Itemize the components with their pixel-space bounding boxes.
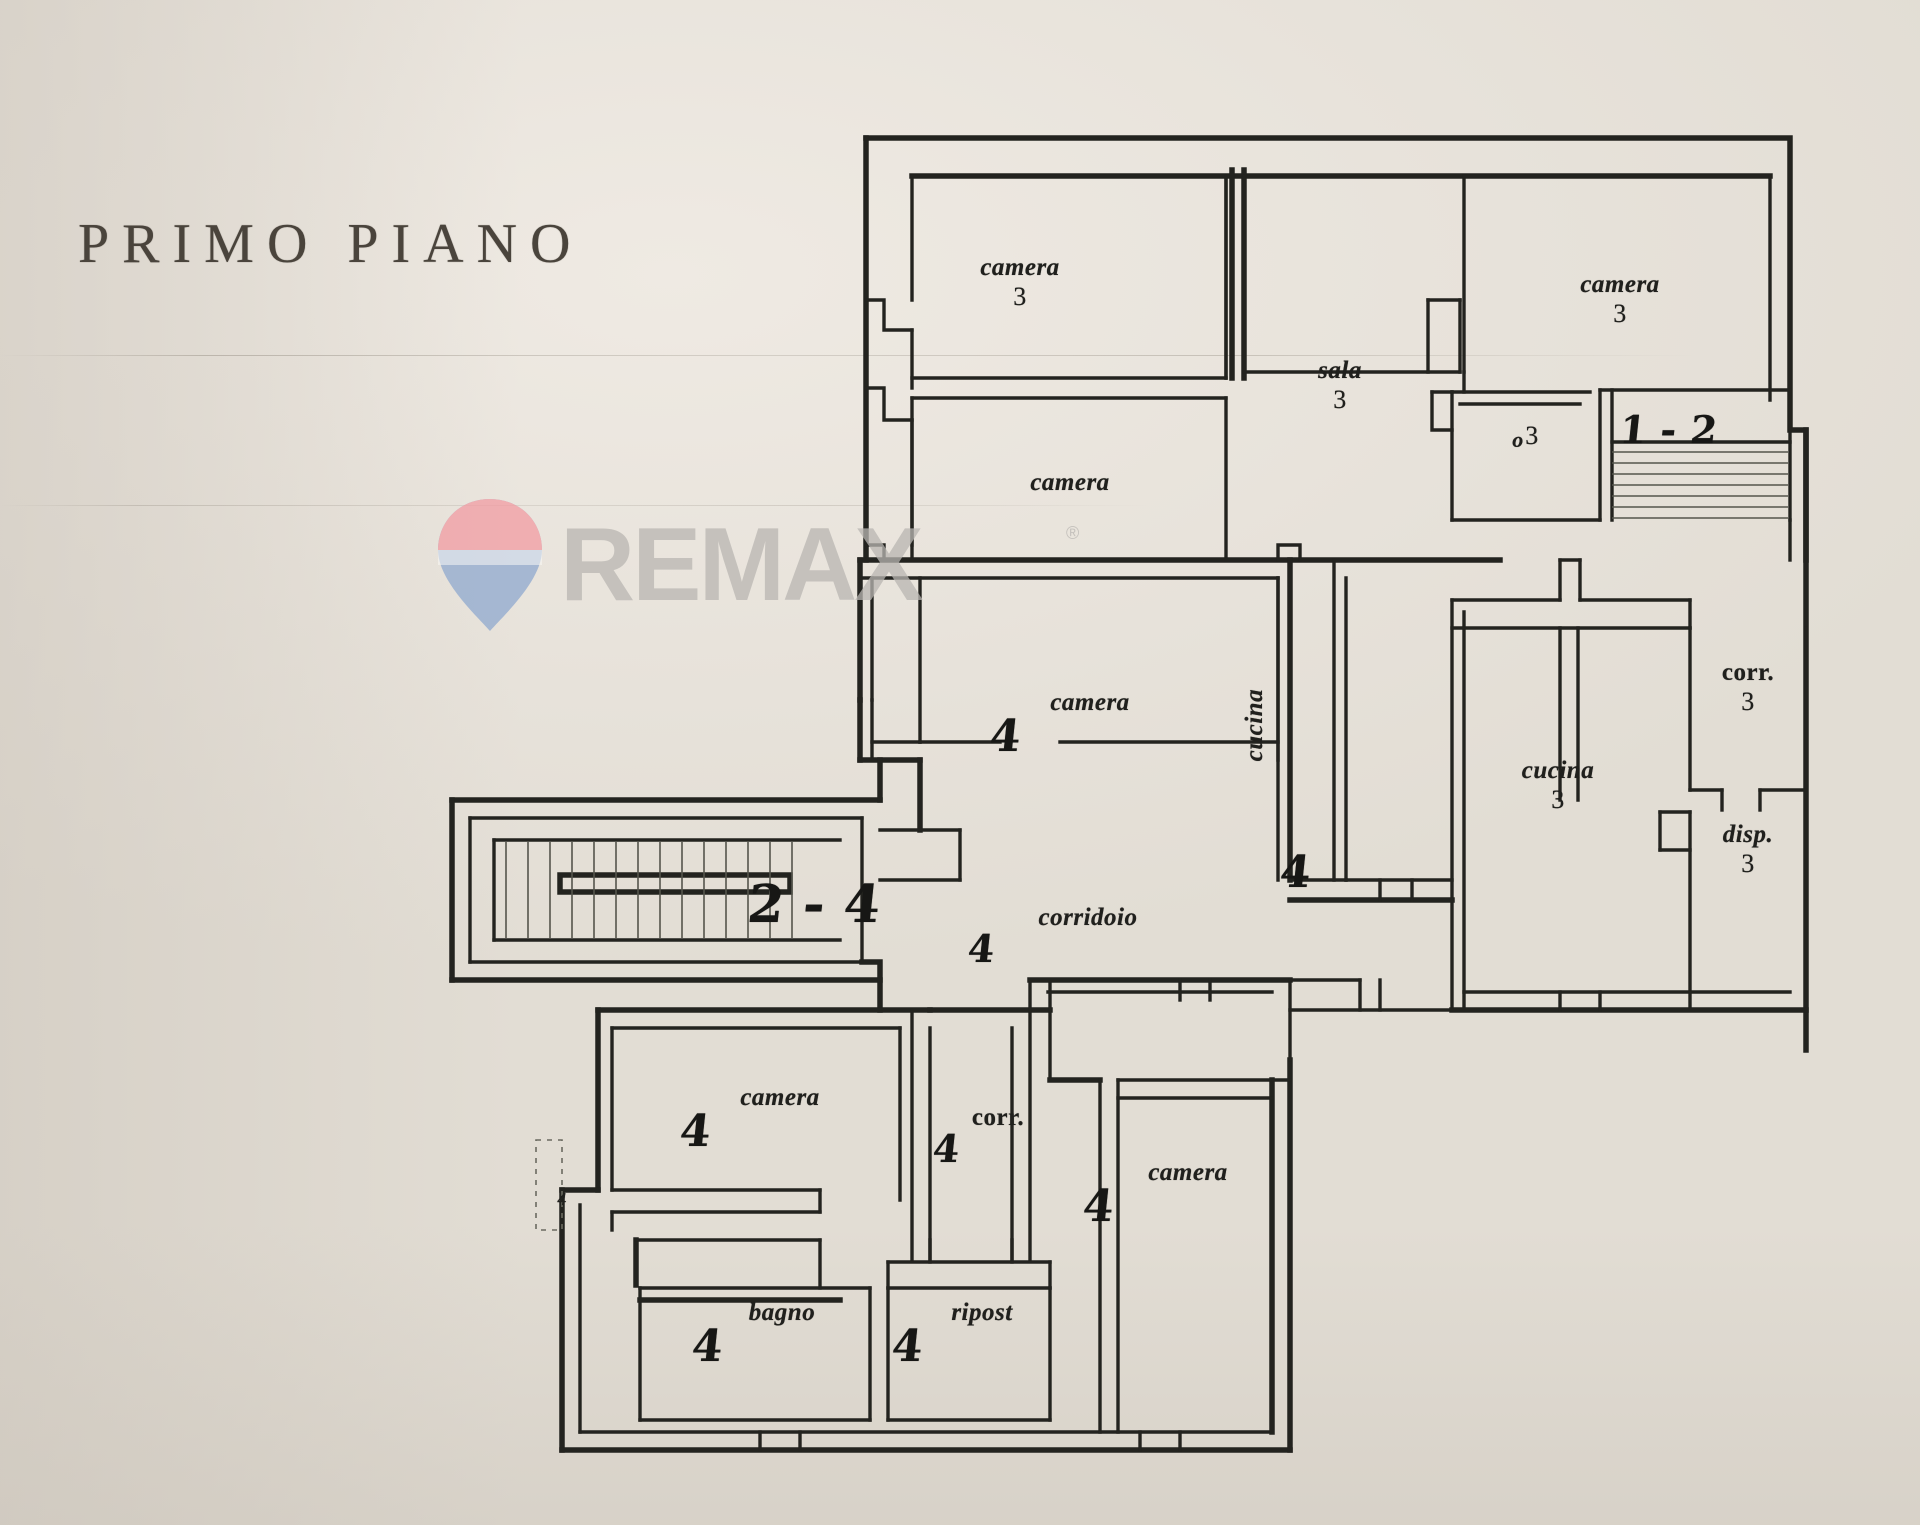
room-number: 4 [677, 1106, 714, 1158]
room-number: 4 [965, 926, 998, 972]
room-label-camera-upper-left2: camera [980, 469, 1160, 497]
room-name: camera [1030, 469, 1110, 496]
room-label-cucina-vertical: cucina [1240, 640, 1268, 810]
room-number: 3 [1741, 687, 1755, 717]
room-number: 3 [1613, 299, 1627, 329]
room-name: camera [980, 254, 1060, 281]
stair-label-top-right: 1 - 2 [1617, 407, 1780, 452]
room-name: disp. [1722, 821, 1774, 848]
stair-label-left: 2 - 4 [744, 874, 908, 935]
room-name: corr. [971, 1104, 1025, 1131]
room-name: corr. [1721, 659, 1775, 686]
room-number: 3 [1741, 849, 1755, 879]
room-name: camera [1580, 271, 1660, 298]
room-label-corr-bottom: corr. 4 [930, 1104, 1063, 1172]
room-name: camera [740, 1084, 820, 1111]
room-name: corridoio [1038, 904, 1138, 931]
room-number: 4 [1277, 847, 1314, 898]
room-number: 4 [987, 711, 1024, 763]
room-number: 4 [1080, 1181, 1117, 1233]
room-label-camera-top-left: camera 3 [930, 254, 1110, 312]
room-label-corridoio-center: corridoio 4 [965, 904, 1208, 972]
room-name: camera [1148, 1159, 1228, 1186]
room-label-disp-right: disp. 3 [1683, 821, 1813, 879]
room-label-sala: sala 3 [1265, 357, 1415, 415]
room-number: 3 [1551, 785, 1565, 815]
room-label-camera-bottom-left: camera 4 [677, 1084, 880, 1158]
stair-number: 1 - 2 [1617, 407, 1721, 452]
room-label-camera-center: camera 4 [987, 689, 1190, 763]
room-label-bagno: bagno 4 [689, 1299, 872, 1373]
room-name: cucina [1521, 757, 1595, 784]
room-label-corr-right: corr. 3 [1683, 659, 1813, 717]
room-number: 3 [1333, 385, 1347, 415]
stair-number: 2 - 4 [744, 874, 884, 935]
door-tick-number: 4 [557, 1189, 567, 1209]
room-name: ripost [951, 1299, 1013, 1326]
room-name: camera [1050, 689, 1130, 716]
page-title: PRIMO PIANO [78, 213, 584, 275]
room-name: bagno [748, 1299, 816, 1326]
room-name: o [1512, 427, 1524, 452]
room-name: cucina [1240, 688, 1268, 762]
room-label-camera-bottom-right: camera 4 [1080, 1159, 1293, 1233]
room-number: 4 [889, 1321, 926, 1373]
room-label-cucina-right: cucina 3 [1468, 757, 1648, 815]
room-name: sala [1318, 357, 1362, 384]
room-label-ripost: ripost 4 [889, 1299, 1072, 1373]
room-number-cucina-vertical: 4 [1277, 847, 1350, 898]
door-tick-label-left: 4 [542, 1188, 582, 1210]
room-number: 4 [930, 1126, 963, 1172]
room-number: 4 [689, 1321, 726, 1373]
room-label-camera-top-right: camera 3 [1525, 271, 1715, 329]
room-label-small-o3: o 3 [1473, 421, 1563, 452]
room-number: 3 [1525, 421, 1539, 451]
room-number: 3 [1013, 282, 1027, 312]
